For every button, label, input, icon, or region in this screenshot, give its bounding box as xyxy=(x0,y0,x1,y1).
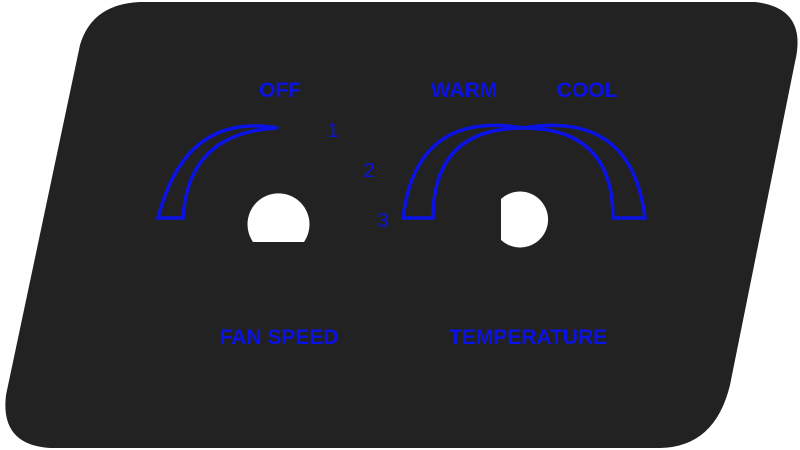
fan-speed-3-label: 3 xyxy=(377,210,388,232)
temperature-cool-label: COOL xyxy=(557,79,618,102)
fan-speed-knob-hole[interactable] xyxy=(247,193,310,242)
temperature-title: TEMPERATURE xyxy=(449,326,607,349)
temperature-cool-arc-marking xyxy=(522,123,647,220)
fan-off-label: OFF xyxy=(259,79,301,102)
fan-speed-title: FAN SPEED xyxy=(219,326,338,349)
faceplate-background xyxy=(5,2,798,448)
temperature-knob-hole[interactable] xyxy=(501,191,549,248)
fan-speed-1-label: 1 xyxy=(327,120,338,142)
fan-speed-arc-marking xyxy=(155,124,279,220)
temperature-warm-label: WARM xyxy=(431,79,498,102)
fan-speed-2-label: 2 xyxy=(363,160,374,182)
